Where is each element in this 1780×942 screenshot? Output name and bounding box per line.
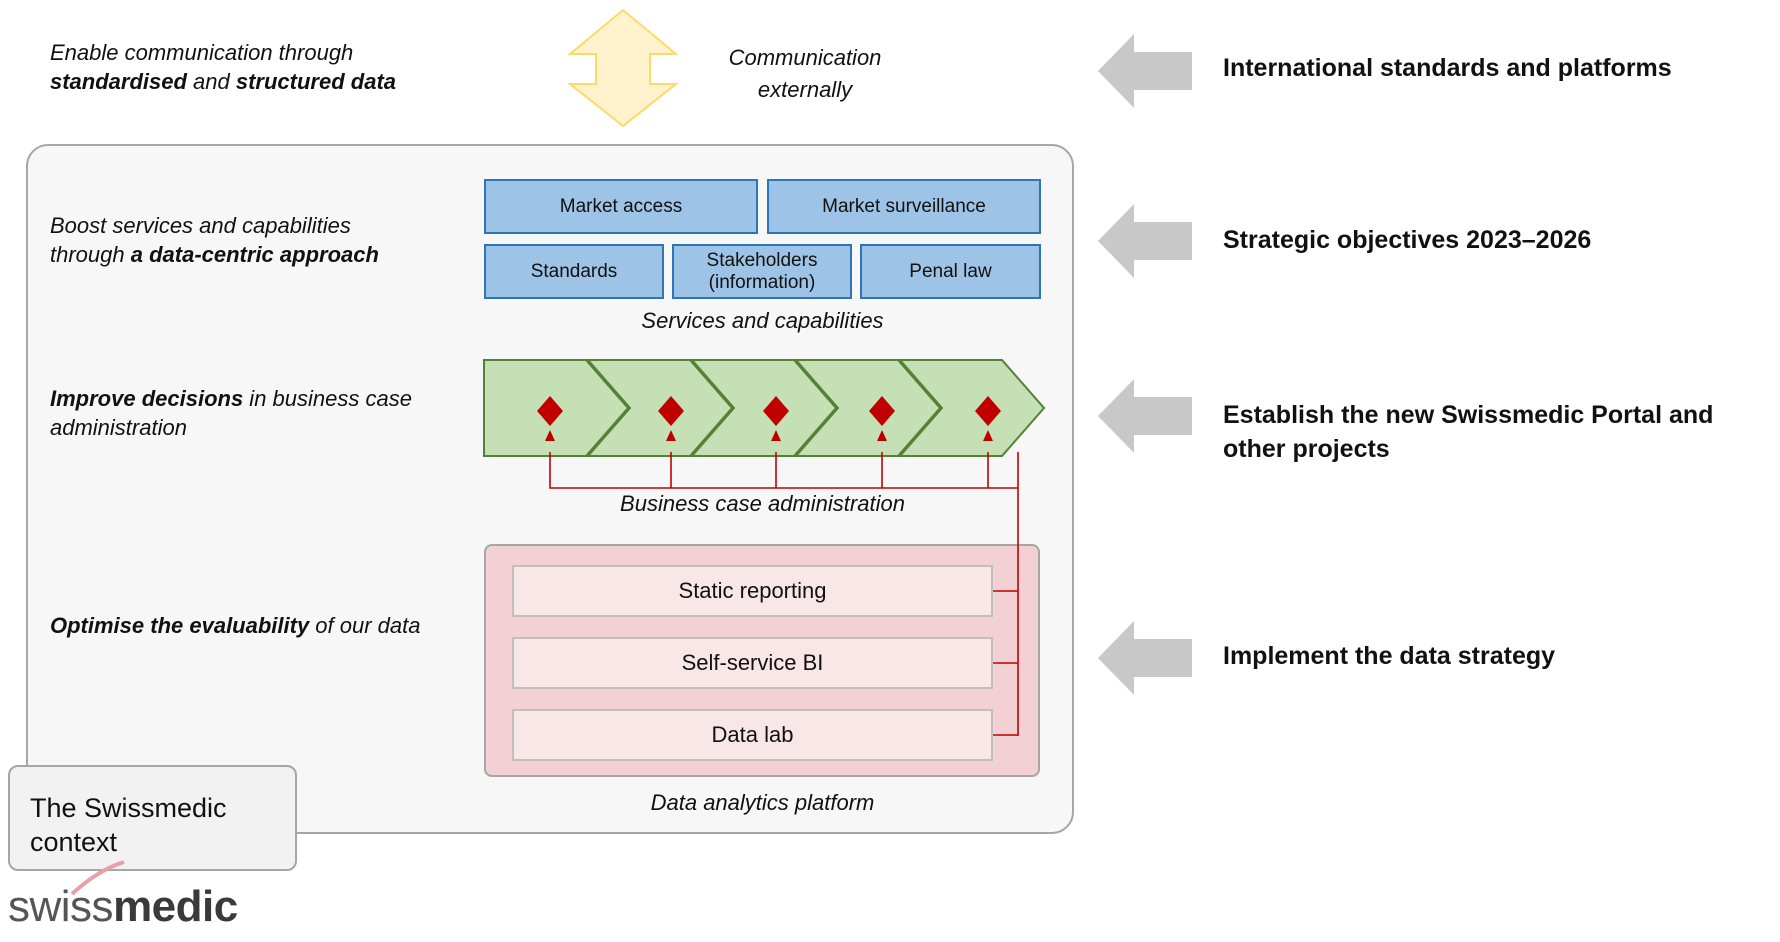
service-standards: Standards — [484, 244, 664, 299]
decision-diamond-2 — [658, 396, 684, 426]
communication-label-line2: externally — [757, 77, 853, 102]
objective-communication-bold2: structured data — [235, 69, 397, 94]
decision-diamond-1 — [537, 396, 563, 426]
driver-arrow-4-icon — [1098, 621, 1192, 695]
objective-communication-bold1: standardised — [50, 69, 187, 94]
process-caption: Business case administration — [620, 491, 905, 516]
objective-services-line2: through a data-centric approach — [50, 240, 379, 269]
objective-decisions-line1: Improve decisions in business case — [50, 384, 412, 413]
decision-diamond-3 — [763, 396, 789, 426]
objective-communication-line1: Enable communication through — [50, 40, 354, 65]
service-market-surveillance: Market surveillance — [767, 179, 1041, 234]
objective-communication: Enable communication through standardise… — [50, 38, 396, 96]
platform-static-reporting: Static reporting — [512, 565, 993, 617]
decision-diamond-5 — [975, 396, 1001, 426]
platform-self-service-bi: Self-service BI — [512, 637, 993, 689]
objective-communication-mid: and — [186, 69, 236, 94]
arrowhead-5 — [983, 430, 993, 441]
arrowhead-3 — [771, 430, 781, 441]
arrowhead-2 — [666, 430, 676, 441]
decision-diamonds — [537, 396, 1001, 426]
context-label: The Swissmedic context — [8, 765, 297, 871]
objective-communication-line2: standardised and structured data — [50, 67, 396, 96]
platform-connector — [993, 452, 1019, 736]
arrowhead-4 — [877, 430, 887, 441]
connector-bus — [549, 452, 1018, 489]
driver-arrow-2-icon — [1098, 204, 1192, 278]
driver-swissmedic-portal: Establish the new Swissmedic Portal and … — [1223, 401, 1714, 463]
service-stakeholders: Stakeholders (information) — [672, 244, 852, 299]
objective-evaluability-bold: Optimise the evaluability — [50, 613, 310, 638]
driver-arrow-3-icon — [1098, 379, 1192, 453]
exchange-double-arrow-icon — [568, 8, 678, 128]
connector-lines — [549, 452, 1018, 489]
process-step-3 — [689, 359, 838, 457]
logo-text-bold: medic — [113, 882, 238, 931]
objective-decisions-bold: Improve decisions — [50, 386, 244, 411]
driver-arrow-1-icon — [1098, 34, 1192, 108]
logo-text-light: swiss — [8, 882, 114, 931]
objective-services-bold: a data-centric approach — [130, 242, 379, 267]
process-chevrons — [483, 359, 1046, 457]
arrowhead-1 — [545, 430, 555, 441]
services-caption: Services and capabilities — [641, 308, 884, 333]
platform-data-lab: Data lab — [512, 709, 993, 761]
communication-externally-label: Communication externally — [700, 42, 910, 106]
driver-strategic-objectives: Strategic objectives 2023–2026 — [1223, 226, 1592, 254]
decision-diamond-4 — [869, 396, 895, 426]
service-market-access: Market access — [484, 179, 758, 234]
driver-data-strategy: Implement the data strategy — [1223, 642, 1556, 670]
objective-decisions: Improve decisions in business case admin… — [50, 384, 412, 442]
driver-international-standards: International standards and platforms — [1223, 54, 1672, 82]
process-step-2 — [585, 359, 734, 457]
objective-services-pre: through — [50, 242, 131, 267]
connector-arrowheads — [545, 430, 993, 441]
objective-services-line1: Boost services and capabilities — [50, 213, 351, 238]
objective-decisions-rest1: in business case — [243, 386, 412, 411]
swissmedic-logo: swissmedic — [8, 860, 238, 932]
objective-evaluability: Optimise the evaluability of our data — [50, 611, 421, 640]
communication-label-line1: Communication — [728, 45, 882, 70]
process-step-5 — [897, 359, 1046, 457]
service-penal-law: Penal law — [860, 244, 1041, 299]
objective-evaluability-rest: of our data — [309, 613, 421, 638]
platform-caption: Data analytics platform — [650, 790, 875, 815]
process-diagram — [483, 359, 1046, 489]
process-step-4 — [793, 359, 942, 457]
logo-swoosh-icon — [70, 860, 125, 896]
objective-decisions-line2: administration — [50, 415, 187, 440]
objective-services: Boost services and capabilities through … — [50, 211, 379, 269]
